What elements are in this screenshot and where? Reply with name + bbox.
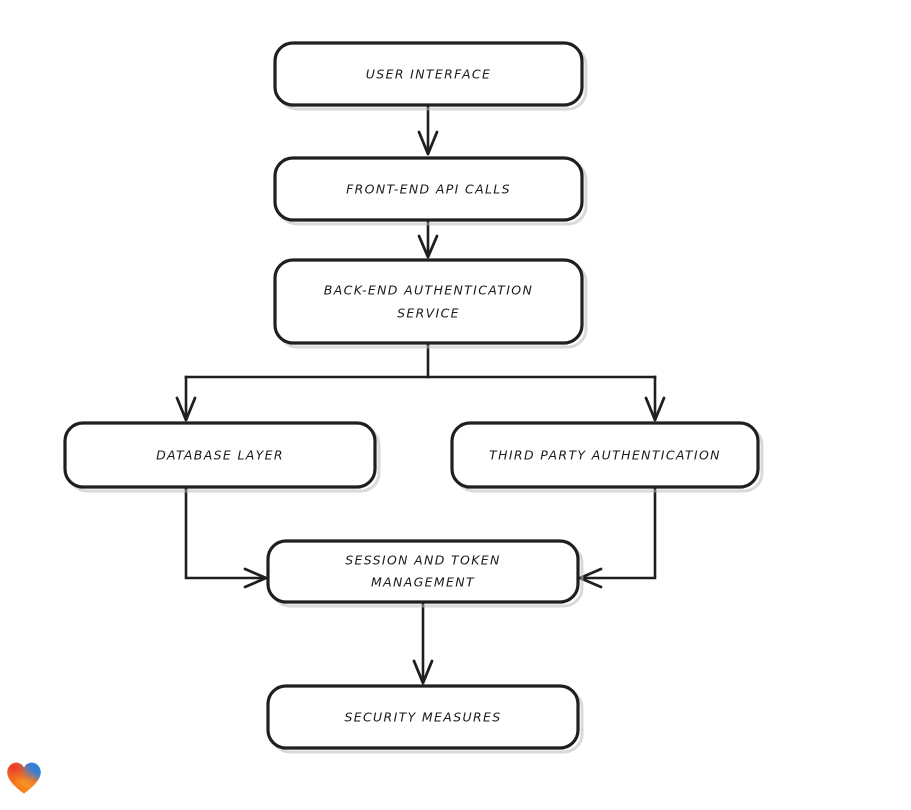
node-back-end-auth-service[interactable]: BACK-END AUTHENTICATION SERVICE bbox=[273, 258, 588, 349]
node-label-security-measures: SECURITY MEASURES bbox=[344, 710, 501, 725]
edge-db-to-session bbox=[184, 485, 268, 589]
node-label-session-token-mgmt-line1: SESSION AND TOKEN bbox=[345, 553, 500, 568]
node-label-user-interface: USER INTERFACE bbox=[366, 67, 491, 82]
node-outline bbox=[63, 421, 377, 489]
node-outline bbox=[273, 41, 584, 107]
node-security-measures[interactable]: SECURITY MEASURES bbox=[266, 684, 584, 754]
edge-api-to-backend bbox=[417, 218, 439, 259]
edge-backend-branch-bus bbox=[184, 341, 657, 379]
edge-layer bbox=[175, 103, 666, 685]
edge-backend-to-db bbox=[175, 375, 197, 422]
node-outline bbox=[266, 684, 580, 750]
node-database-layer[interactable]: DATABASE LAYER bbox=[63, 421, 381, 493]
node-session-token-mgmt[interactable]: SESSION AND TOKEN MANAGEMENT bbox=[266, 539, 584, 608]
heart-icon bbox=[7, 762, 41, 794]
node-label-database-layer: DATABASE LAYER bbox=[156, 448, 284, 463]
node-label-back-end-auth-service-line2: SERVICE bbox=[397, 306, 460, 321]
node-user-interface[interactable]: USER INTERFACE bbox=[273, 41, 588, 111]
node-label-session-token-mgmt-line2: MANAGEMENT bbox=[371, 575, 475, 590]
edge-third-to-session bbox=[578, 485, 657, 589]
node-third-party-auth[interactable]: THIRD PARTY AUTHENTICATION bbox=[450, 421, 764, 493]
node-label-back-end-auth-service-line1: BACK-END AUTHENTICATION bbox=[324, 283, 533, 298]
edge-session-to-security bbox=[412, 600, 434, 685]
node-outline bbox=[273, 258, 584, 345]
edge-ui-to-api bbox=[417, 103, 439, 156]
node-outline bbox=[273, 156, 584, 222]
node-layer: USER INTERFACE FRONT-END API CALLS BACK-… bbox=[63, 41, 764, 754]
edge-backend-to-third bbox=[644, 375, 666, 422]
node-front-end-api-calls[interactable]: FRONT-END API CALLS bbox=[273, 156, 588, 226]
node-outline bbox=[266, 539, 580, 604]
node-label-third-party-auth: THIRD PARTY AUTHENTICATION bbox=[489, 448, 721, 463]
node-label-front-end-api-calls: FRONT-END API CALLS bbox=[346, 182, 511, 197]
node-outline bbox=[450, 421, 760, 489]
